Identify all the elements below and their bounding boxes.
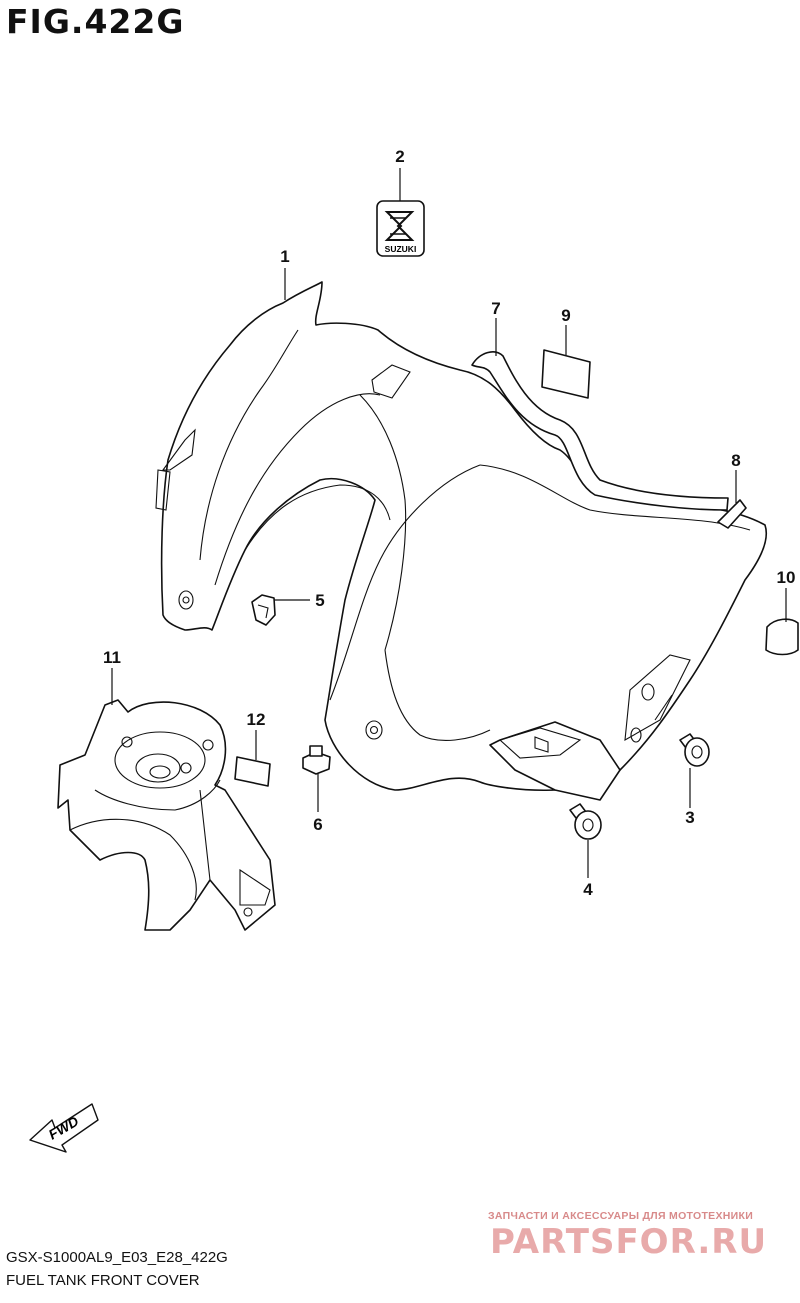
callout-4[interactable]: 4 [583, 880, 593, 899]
callout-10[interactable]: 10 [776, 568, 796, 587]
callout-11[interactable]: 11 [103, 648, 121, 667]
model-code: GSX-S1000AL9_E03_E28_422G [6, 1249, 228, 1266]
callout-6[interactable]: 6 [313, 815, 323, 834]
part-12-label[interactable] [234, 756, 271, 787]
part-4-screw[interactable] [569, 803, 602, 840]
figure-title: FIG.422G [6, 2, 185, 41]
fwd-arrow: FWD [29, 1103, 99, 1153]
callout-8[interactable]: 8 [731, 451, 741, 470]
callout-1[interactable]: 1 [280, 247, 290, 266]
part-3-screw[interactable] [679, 733, 710, 767]
figure-description: FUEL TANK FRONT COVER [6, 1272, 200, 1289]
callout-9[interactable]: 9 [561, 306, 571, 325]
part-11-inner-cover[interactable] [57, 699, 276, 931]
part-2-suzuki-emblem[interactable]: SUZUKI [376, 200, 425, 257]
part-1-front-cover[interactable] [155, 281, 767, 801]
callout-5[interactable]: 5 [315, 591, 325, 610]
part-9-pad[interactable] [541, 349, 591, 399]
callout-2[interactable]: 2 [395, 147, 405, 166]
part-7-seal[interactable] [471, 351, 729, 511]
callout-12[interactable]: 12 [246, 710, 266, 729]
emblem-text: SUZUKI [385, 244, 417, 254]
part-6-rivet[interactable] [302, 745, 331, 775]
watermark-tagline: ЗАПЧАСТИ И АКСЕССУАРЫ ДЛЯ МОТОТЕХНИКИ [488, 1210, 754, 1222]
watermark-brand: PARTSFOR.RU [490, 1222, 768, 1262]
leader-lines [111, 168, 787, 878]
part-10-cap[interactable] [765, 618, 799, 656]
part-8-tab[interactable] [717, 499, 747, 529]
callout-7[interactable]: 7 [491, 299, 501, 318]
part-5-clip[interactable] [251, 594, 276, 626]
callout-3[interactable]: 3 [685, 808, 695, 827]
